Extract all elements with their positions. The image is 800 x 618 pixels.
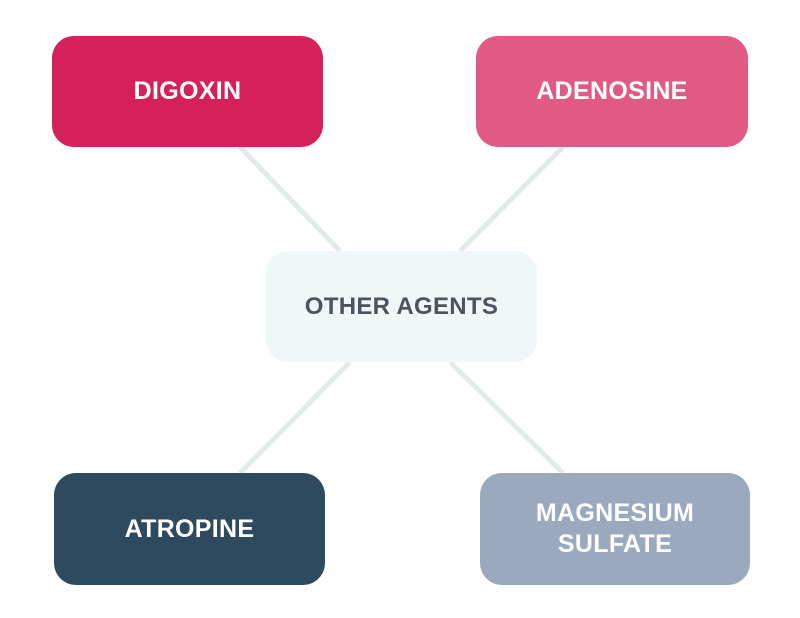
connector-magnesium: [448, 360, 565, 475]
node-adenosine: ADENOSINE: [476, 36, 748, 147]
node-digoxin-label: DIGOXIN: [133, 77, 242, 105]
node-atropine: ATROPINE: [54, 473, 325, 585]
connector-digoxin: [238, 145, 342, 253]
node-magnesium-sulfate: MAGNESIUM SULFATE: [480, 473, 750, 585]
connector-atropine: [238, 360, 352, 475]
node-magnesium-sulfate-label: MAGNESIUM SULFATE: [535, 499, 695, 558]
node-atropine-label: ATROPINE: [124, 514, 255, 543]
node-adenosine-label: ADENOSINE: [536, 77, 688, 105]
node-other-agents-label: OTHER AGENTS: [304, 293, 499, 320]
node-other-agents: OTHER AGENTS: [266, 251, 537, 362]
connector-adenosine: [458, 145, 565, 253]
node-digoxin: DIGOXIN: [52, 36, 323, 147]
